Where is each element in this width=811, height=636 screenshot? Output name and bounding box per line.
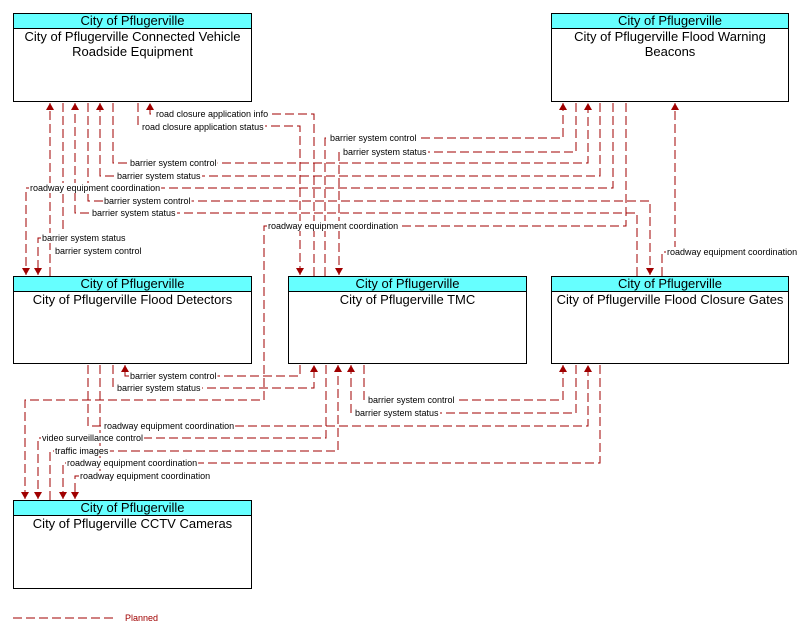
flow-line <box>22 103 614 275</box>
flow-label: barrier system control <box>104 196 191 206</box>
flow-line <box>34 365 327 499</box>
flow-label: barrier system status <box>343 147 427 157</box>
node-org: City of Pflugerville <box>289 277 526 292</box>
node-title: City of Pflugerville Flood Warning Beaco… <box>574 29 766 59</box>
node-org: City of Pflugerville <box>552 14 788 29</box>
flow-label: roadway equipment coordination <box>667 247 797 257</box>
flow-line <box>59 365 601 499</box>
node-org: City of Pflugerville <box>14 14 251 29</box>
flow-line <box>335 103 577 275</box>
flow-label: road closure application status <box>142 122 264 132</box>
flow-line <box>87 365 592 427</box>
flow-label: barrier system control <box>330 133 417 143</box>
flow-label: barrier system status <box>42 233 126 243</box>
flow-line <box>324 103 567 276</box>
flow-label: roadway equipment coordination <box>30 183 160 193</box>
flow-label: barrier system control <box>55 246 142 256</box>
flow-line <box>21 103 627 499</box>
flow-line <box>87 103 654 275</box>
flow-line <box>49 365 342 500</box>
node-connected-vehicle-rse[interactable]: City of Pflugerville City of Pflugervill… <box>13 13 252 102</box>
flow-label: traffic images <box>55 446 109 456</box>
flow-line <box>347 365 577 414</box>
flow-labels: road closure application info road closu… <box>29 109 799 481</box>
node-title: City of Pflugerville CCTV Cameras <box>32 516 233 531</box>
flow-label: roadway equipment coordination <box>104 421 234 431</box>
node-title: City of Pflugerville TMC <box>339 292 476 307</box>
flow-label: barrier system status <box>92 208 176 218</box>
legend: Planned <box>13 613 158 623</box>
flow-line <box>146 103 315 276</box>
node-flood-warning-beacons[interactable]: City of Pflugerville City of Pflugervill… <box>551 13 789 102</box>
node-cctv-cameras[interactable]: City of Pflugerville City of Pflugervill… <box>13 500 252 589</box>
flow-line <box>112 365 318 389</box>
flow-label: barrier system control <box>368 395 455 405</box>
flow-label: roadway equipment coordination <box>67 458 197 468</box>
node-org: City of Pflugerville <box>14 277 251 292</box>
legend-label: Planned <box>125 613 158 623</box>
flow-label: barrier system control <box>130 158 217 168</box>
flow-label: barrier system control <box>130 371 217 381</box>
flow-line <box>112 103 592 164</box>
flow-label: barrier system status <box>117 171 201 181</box>
flow-label: video surveillance control <box>42 433 143 443</box>
node-title: City of Pflugerville Connected Vehicle R… <box>24 29 241 59</box>
flow-label: roadway equipment coordination <box>268 221 398 231</box>
node-org: City of Pflugerville <box>14 501 251 516</box>
node-org: City of Pflugerville <box>552 277 788 292</box>
flow-label: roadway equipment coordination <box>80 471 210 481</box>
node-title: City of Pflugerville Flood Detectors <box>32 292 233 307</box>
flow-label: barrier system status <box>117 383 201 393</box>
flow-label: barrier system status <box>355 408 439 418</box>
node-tmc[interactable]: City of Pflugerville City of Pflugervill… <box>288 276 527 364</box>
node-flood-detectors[interactable]: City of Pflugerville City of Pflugervill… <box>13 276 252 364</box>
node-flood-closure-gates[interactable]: City of Pflugerville City of Pflugervill… <box>551 276 789 364</box>
flow-line <box>363 365 567 401</box>
node-title: City of Pflugerville Flood Closure Gates <box>556 292 784 307</box>
flow-label: road closure application info <box>156 109 268 119</box>
flow-line <box>71 103 638 276</box>
